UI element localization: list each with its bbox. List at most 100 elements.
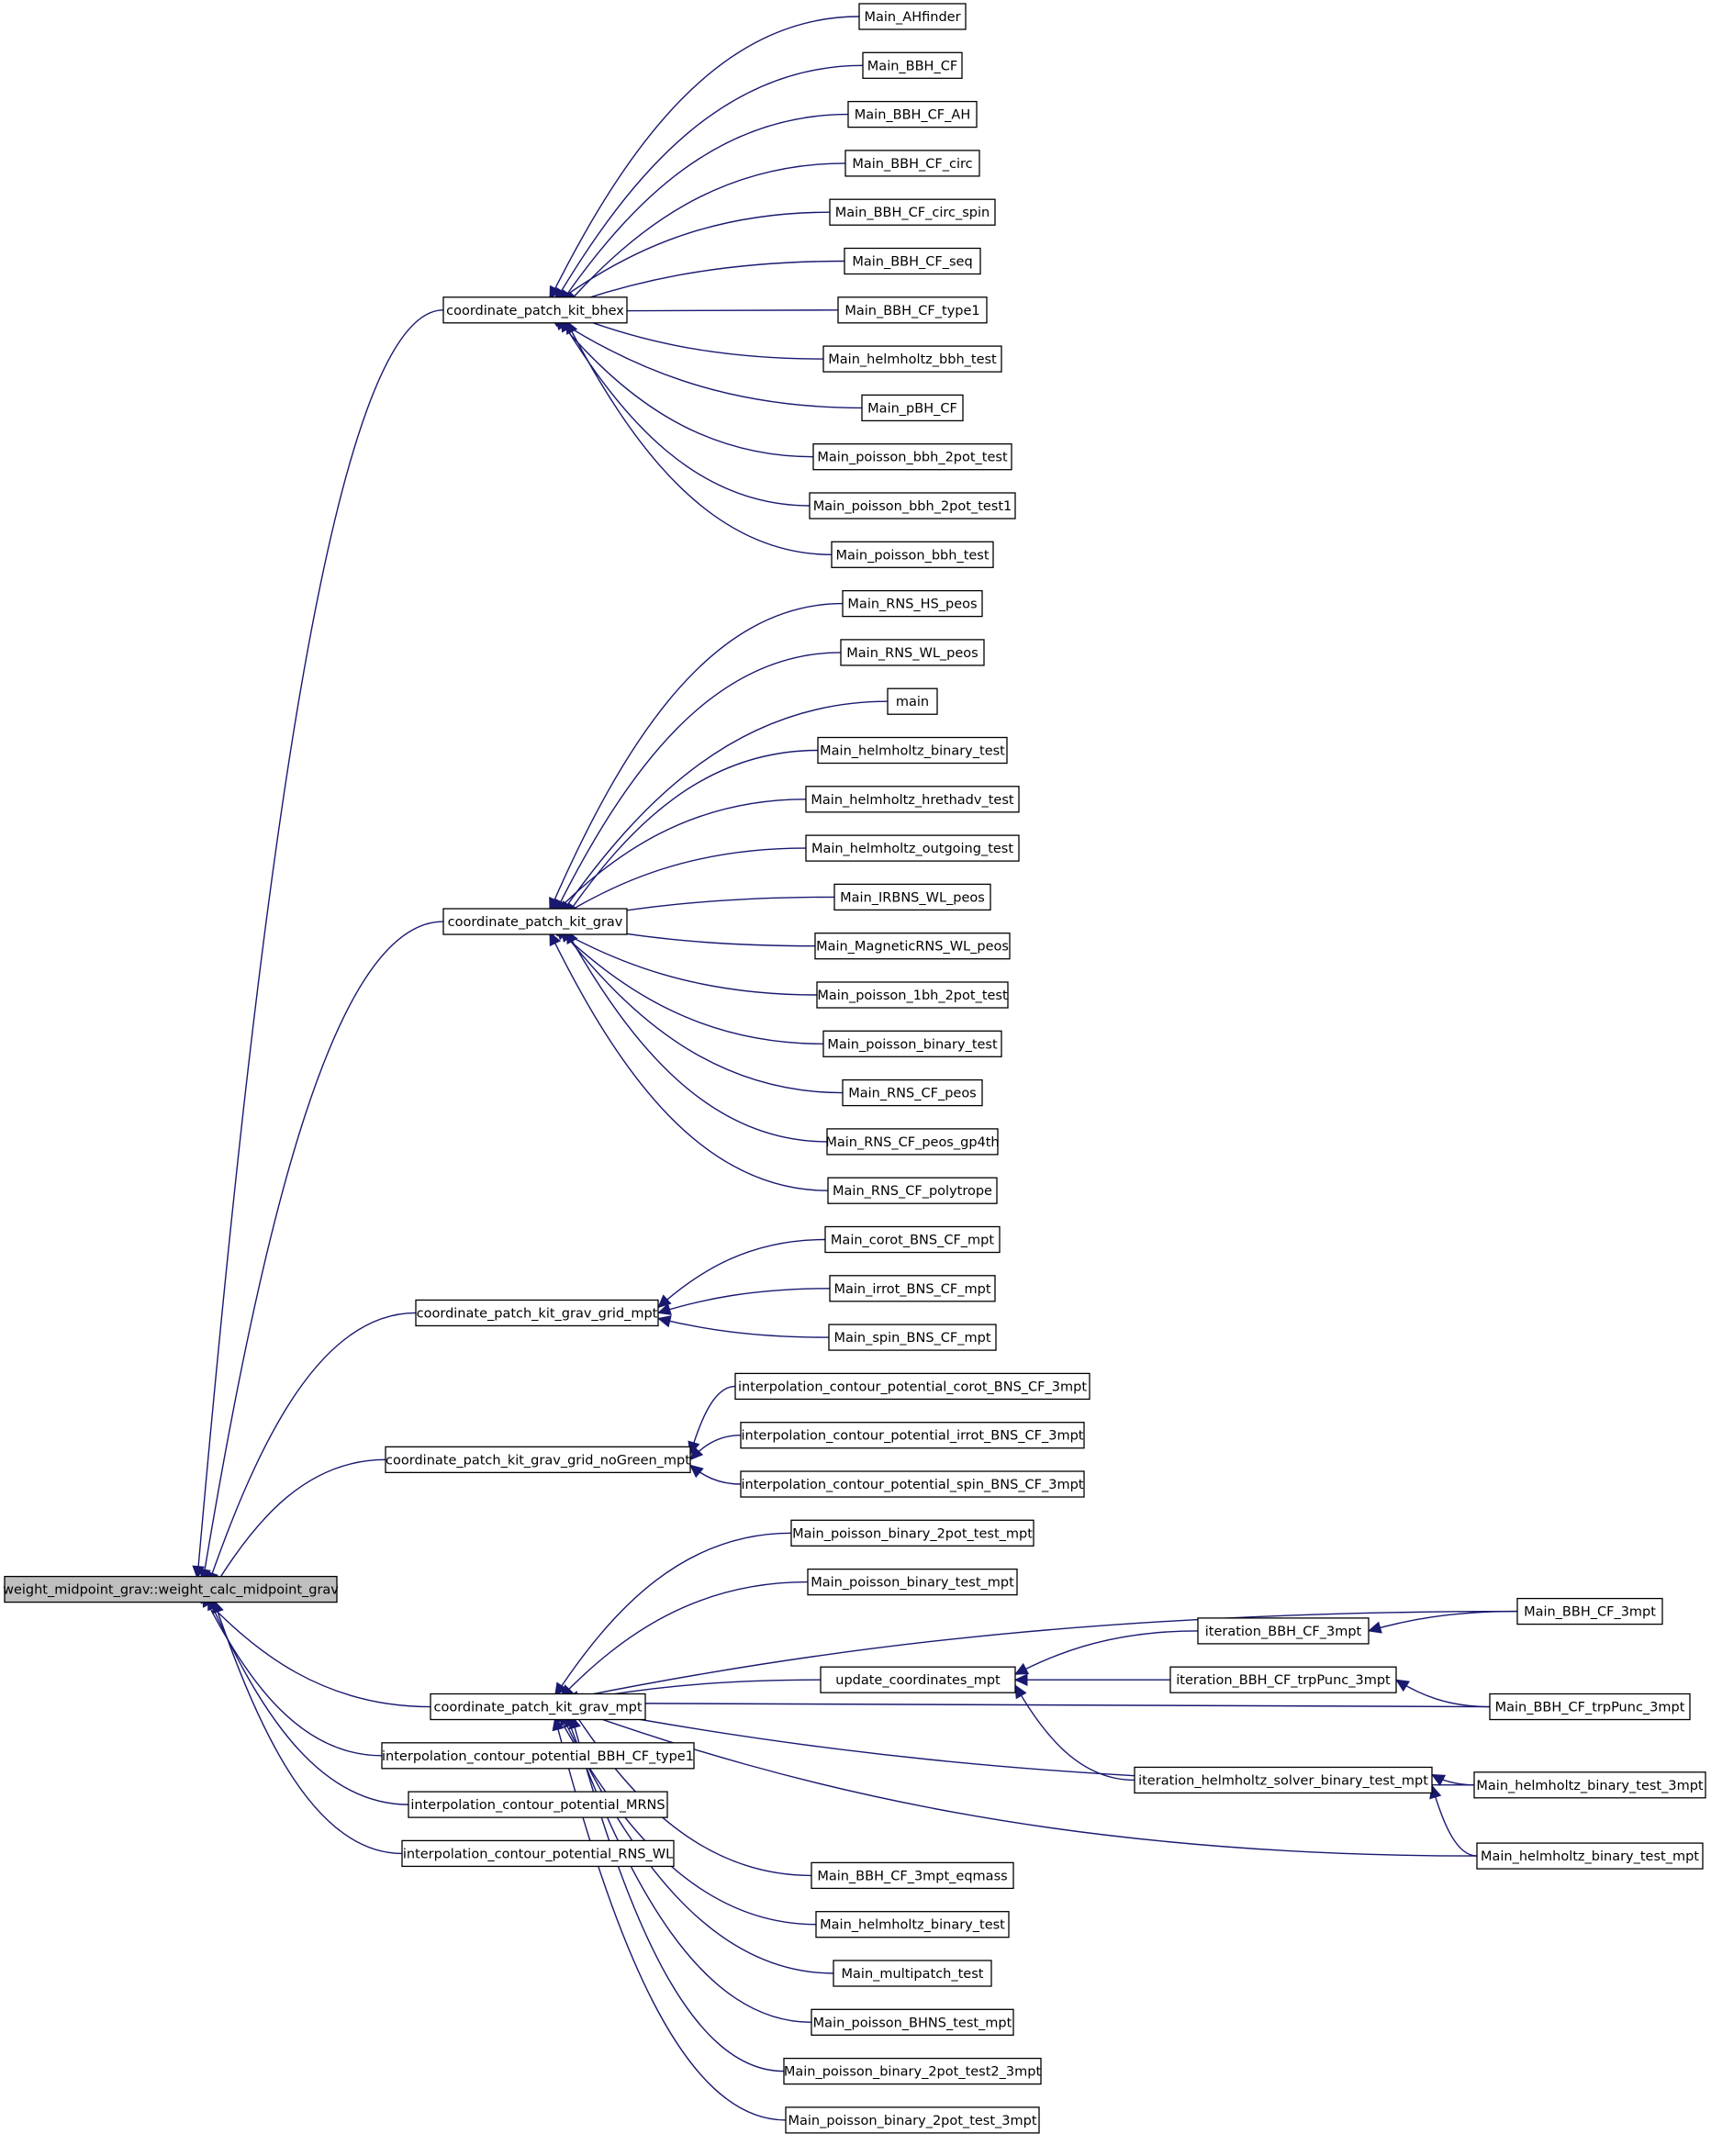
node-iteration-bbh-cf-trppunc-3mpt[interactable]: iteration_BBH_CF_trpPunc_3mpt: [1169, 1666, 1397, 1693]
node-interpolation-contour-potential-bbh-cf-type1[interactable]: interpolation_contour_potential_BBH_CF_t…: [381, 1742, 695, 1770]
node-label: Main_BBH_CF_3mpt: [1524, 1605, 1656, 1620]
arrowhead: [565, 319, 578, 335]
node-main-bbh-cf-ah[interactable]: Main_BBH_CF_AH: [847, 100, 978, 128]
node-main-bbh-cf-circ-spin[interactable]: Main_BBH_CF_circ_spin: [829, 198, 996, 226]
node-interpolation-contour-potential-irrot-bns-cf-3mpt[interactable]: interpolation_contour_potential_irrot_BN…: [740, 1422, 1085, 1449]
node-box: [785, 2106, 1040, 2134]
node-main-poisson-binary-2pot-test-mpt[interactable]: Main_poisson_binary_2pot_test_mpt: [790, 1519, 1034, 1547]
edge-line: [554, 1532, 792, 1696]
node-main-helmholtz-outgoing-test[interactable]: Main_helmholtz_outgoing_test: [805, 834, 1020, 862]
node-main-rns-cf-peos-gp4th[interactable]: Main_RNS_CF_peos_gp4th: [825, 1128, 1000, 1156]
node-label: Main_BBH_CF: [867, 59, 957, 73]
node-main-bbh-cf-3mpt[interactable]: Main_BBH_CF_3mpt: [1516, 1597, 1663, 1625]
node-coordinate-patch-kit-grav-grid-mpt[interactable]: coordinate_patch_kit_grav_grid_mpt: [415, 1299, 659, 1327]
edge-line: [565, 1610, 1518, 1701]
node-label: Main_helmholtz_binary_test_mpt: [1481, 1849, 1699, 1864]
node-box: [827, 1177, 998, 1204]
node-main-rns-cf-peos[interactable]: Main_RNS_CF_peos: [842, 1078, 983, 1107]
node-main-poisson-binary-test[interactable]: Main_poisson_binary_test: [822, 1030, 1002, 1057]
node-label: Main_poisson_bbh_2pot_test: [817, 451, 1008, 465]
node-main-poisson-bhns-test-mpt[interactable]: Main_poisson_BHNS_test_mpt: [811, 2008, 1014, 2036]
edge-r-hb3-to-it-helm: [1430, 1773, 1475, 1786]
node-box: [861, 394, 964, 422]
node-main-helmholtz-binary-test[interactable]: Main_helmholtz_binary_test: [817, 736, 1008, 765]
node-label: coordinate_patch_kit_bhex: [446, 304, 624, 318]
node-box: [844, 150, 980, 177]
node-coordinate-patch-kit-bhex[interactable]: coordinate_patch_kit_bhex: [442, 296, 628, 324]
node-label: coordinate_patch_kit_grav_mpt: [433, 1701, 642, 1715]
node-box: [415, 1299, 659, 1327]
node-box: [840, 639, 985, 666]
edge-line: [560, 700, 889, 915]
node-main-poisson-binary-2pot-test2-3mpt[interactable]: Main_poisson_binary_2pot_test2_3mpt: [783, 2057, 1042, 2085]
node-box: [442, 296, 628, 324]
node-label: Main_BBH_CF_3mpt_eqmass: [817, 1869, 1007, 1883]
node-main-bbh-cf-type1[interactable]: Main_BBH_CF_type1: [837, 296, 988, 324]
node-main-bbh-cf-seq[interactable]: Main_BBH_CF_seq: [844, 247, 981, 275]
node-main-poisson-binary-test-mpt[interactable]: Main_poisson_binary_test_mpt: [807, 1568, 1018, 1596]
node-main-poisson-binary-2pot-test-3mpt[interactable]: Main_poisson_binary_2pot_test_3mpt: [785, 2106, 1040, 2134]
node-coordinate-patch-kit-grav-grid-nogreen-mpt[interactable]: coordinate_patch_kit_grav_grid_noGreen_m…: [385, 1446, 691, 1473]
node-label: Main_BBH_CF_seq: [852, 255, 972, 270]
node-main-spin-bns-cf-mpt[interactable]: Main_spin_BNS_CF_mpt: [828, 1324, 997, 1351]
node-label: Main_BBH_CF_AH: [855, 108, 970, 123]
node-iteration-bbh-cf-3mpt[interactable]: iteration_BBH_CF_3mpt: [1197, 1617, 1370, 1645]
node-label: interpolation_contour_potential_MRNS: [410, 1798, 665, 1813]
node-main-helmholtz-hrethadv-test[interactable]: Main_helmholtz_hrethadv_test: [805, 786, 1020, 813]
node-main-poisson-bbh-2pot-test1[interactable]: Main_poisson_bbh_2pot_test1: [809, 492, 1016, 519]
node-main-bbh-cf-trppunc-3mpt[interactable]: Main_BBH_CF_trpPunc_3mpt: [1489, 1692, 1691, 1721]
node-interpolation-contour-potential-corot-bns-cf-3mpt[interactable]: interpolation_contour_potential_corot_BN…: [734, 1372, 1090, 1401]
arrowhead: [549, 285, 562, 300]
edge-line: [554, 316, 814, 458]
node-update-coordinates-mpt[interactable]: update_coordinates_mpt: [820, 1666, 1016, 1693]
node-iteration-helmholtz-solver-binary-test-mpt[interactable]: iteration_helmholtz_solver_binary_test_m…: [1134, 1766, 1433, 1794]
node-main-multipatch-test[interactable]: Main_multipatch_test: [833, 1960, 992, 1987]
node-label: interpolation_contour_potential_corot_BN…: [738, 1380, 1087, 1394]
node-main-magneticrns-wl-peos[interactable]: Main_MagneticRNS_WL_peos: [814, 933, 1011, 960]
node-interpolation-contour-potential-rns-wl[interactable]: interpolation_contour_potential_RNS_WL: [401, 1839, 675, 1868]
node-interpolation-contour-potential-mrns[interactable]: interpolation_contour_potential_MRNS: [408, 1791, 668, 1818]
edge-b4-to-bhex: [565, 162, 846, 307]
edge-g13-to-grav: [549, 931, 829, 1191]
node-interpolation-contour-potential-spin-bns-cf-3mpt[interactable]: interpolation_contour_potential_spin_BNS…: [740, 1470, 1085, 1498]
edge-line: [1395, 1679, 1491, 1708]
node-main-rns-hs-peos[interactable]: Main_RNS_HS_peos: [842, 589, 983, 618]
node-box: [833, 883, 991, 911]
node-main-bbh-cf-3mpt-eqmass[interactable]: Main_BBH_CF_3mpt_eqmass: [811, 1861, 1014, 1890]
node-box: [811, 1861, 1014, 1890]
node-main-poisson-1bh-2pot-test[interactable]: Main_poisson_1bh_2pot_test: [816, 981, 1009, 1009]
node-main-helmholtz-binary-test[interactable]: Main_helmholtz_binary_test: [815, 1911, 1010, 1938]
node-weight-midpoint-grav-weight-calc-midpoint-grav[interactable]: weight_midpoint_grav::weight_calc_midpoi…: [3, 1575, 339, 1603]
node-main-bbh-cf-circ[interactable]: Main_BBH_CF_circ: [844, 150, 980, 177]
edge-n1-to-grid-nogreen: [688, 1385, 736, 1456]
node-main[interactable]: main: [887, 687, 938, 715]
edge-r-bbh3-to-it-bbh: [1367, 1610, 1518, 1634]
node-main-irbns-wl-peos[interactable]: Main_IRBNS_WL_peos: [833, 883, 991, 911]
node-coordinate-patch-kit-grav-mpt[interactable]: coordinate_patch_kit_grav_mpt: [430, 1692, 646, 1721]
node-coordinate-patch-kit-grav[interactable]: coordinate_patch_kit_grav: [442, 908, 628, 935]
node-box: [842, 589, 983, 618]
edge-b5-to-bhex: [549, 211, 831, 308]
edge-line: [549, 602, 844, 911]
node-box: [734, 1372, 1090, 1401]
node-box: [805, 834, 1020, 862]
node-main-poisson-bbh-2pot-test[interactable]: Main_poisson_bbh_2pot_test: [812, 443, 1012, 471]
node-main-bbh-cf[interactable]: Main_BBH_CF: [862, 51, 963, 79]
node-box: [1169, 1666, 1397, 1693]
edge-m2-to-grid-mpt: [656, 1288, 831, 1315]
node-main-ahfinder[interactable]: Main_AHfinder: [858, 3, 967, 30]
node-main-pbh-cf[interactable]: Main_pBH_CF: [861, 394, 964, 422]
node-main-helmholtz-binary-test-3mpt[interactable]: Main_helmholtz_binary_test_3mpt: [1473, 1771, 1706, 1799]
edge-it-helm-to-upd: [1014, 1684, 1135, 1782]
node-main-corot-bns-cf-mpt[interactable]: Main_corot_BNS_CF_mpt: [824, 1225, 1001, 1254]
node-box: [829, 1275, 996, 1302]
node-main-helmholtz-binary-test-mpt[interactable]: Main_helmholtz_binary_test_mpt: [1476, 1842, 1704, 1870]
node-main-rns-cf-polytrope[interactable]: Main_RNS_CF_polytrope: [827, 1177, 998, 1204]
node-main-poisson-bbh-test[interactable]: Main_poisson_bbh_test: [831, 541, 994, 568]
edges-layer: [192, 16, 1518, 2121]
edge-ic-rns-wl-to-root: [211, 1599, 403, 1855]
node-box: [833, 1960, 992, 1987]
node-main-irrot-bns-cf-mpt[interactable]: Main_irrot_BNS_CF_mpt: [829, 1275, 996, 1302]
node-main-helmholtz-bbh-test[interactable]: Main_helmholtz_bbh_test: [822, 345, 1002, 373]
node-main-rns-wl-peos[interactable]: Main_RNS_WL_peos: [840, 639, 985, 666]
